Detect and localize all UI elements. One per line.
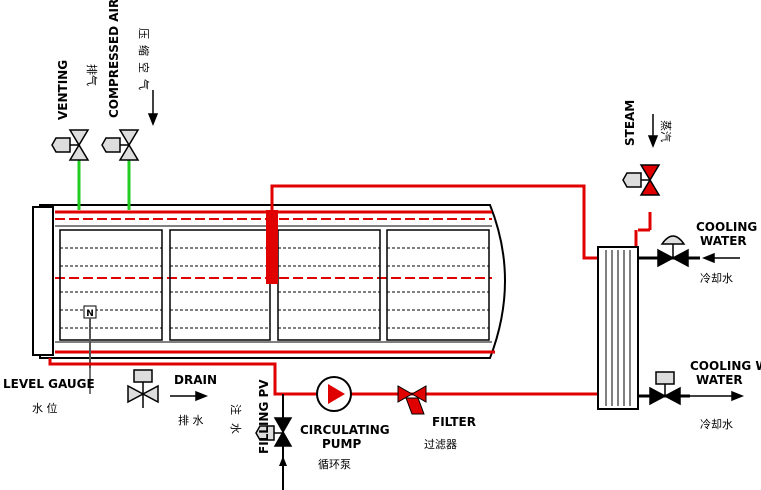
filter-cn-label: 过滤器 bbox=[424, 438, 457, 451]
level-gauge-cn-label: 水 位 bbox=[32, 401, 58, 415]
cooling-water-out-label: COOLING WATER bbox=[690, 359, 761, 373]
cooling-water-out-cn-label: 冷却水 bbox=[700, 418, 733, 431]
filling-arrow-icon bbox=[279, 456, 287, 466]
steam-cn-label: 蒸汽 bbox=[659, 120, 673, 142]
drain-label: DRAIN bbox=[174, 373, 217, 387]
basket-4 bbox=[386, 229, 490, 341]
steam-valve[interactable] bbox=[622, 164, 661, 196]
drain-valve[interactable] bbox=[89, 368, 159, 408]
circulating-pump-label-2: PUMP bbox=[322, 437, 361, 451]
plate-heat-exchanger bbox=[597, 246, 700, 410]
circulating-pump-label: CIRCULATING bbox=[300, 423, 390, 437]
drain-arrow-icon bbox=[170, 390, 209, 402]
cooling-water-in-label-2: WATER bbox=[700, 234, 747, 248]
compressed-air-cn-label: 压缩空气 bbox=[137, 28, 151, 96]
basket-1 bbox=[59, 229, 163, 341]
filter-label: FILTER bbox=[432, 415, 476, 429]
venting-valve[interactable] bbox=[51, 129, 90, 161]
hot-water-piping bbox=[48, 184, 652, 396]
cooling-water-outlet-valve[interactable] bbox=[649, 371, 681, 406]
circulating-pump-cn-label: 循环泵 bbox=[318, 458, 351, 471]
cooling-in-arrow-icon bbox=[701, 252, 740, 264]
cooling-water-out-label-2: WATER bbox=[696, 373, 743, 387]
vessel-door bbox=[32, 206, 54, 356]
air-piping bbox=[77, 160, 131, 210]
drain-cn-label: 排 水 bbox=[178, 413, 204, 427]
basket-3 bbox=[277, 229, 381, 341]
compressed-air-valve[interactable] bbox=[101, 129, 140, 161]
cooling-water-in-cn-label: 冷却水 bbox=[700, 272, 733, 285]
spray-riser bbox=[266, 210, 278, 284]
venting-cn-label: 排气 bbox=[85, 64, 99, 86]
cooling-water-inlet-valve[interactable] bbox=[657, 235, 689, 268]
steam-label: STEAM bbox=[623, 100, 637, 146]
cooling-water-in-label: COOLING WATER bbox=[696, 220, 761, 234]
filling-valve[interactable] bbox=[255, 394, 293, 490]
level-gauge-label: LEVEL GAUGE bbox=[3, 377, 95, 391]
basket-2 bbox=[169, 229, 271, 341]
venting-label: VENTING bbox=[56, 60, 70, 120]
filling-cn-label: 注水 bbox=[229, 404, 243, 442]
level-gauge-tap: N bbox=[83, 305, 97, 368]
circulating-pump[interactable] bbox=[316, 376, 352, 412]
filling-pv-label: FILLING PV bbox=[257, 379, 271, 454]
steam-arrow-icon bbox=[647, 114, 659, 149]
compressed-air-label: COMPRESSED AIR bbox=[107, 0, 121, 118]
filter[interactable] bbox=[397, 385, 427, 415]
compressed-air-arrow-icon bbox=[147, 90, 159, 127]
gauge-mark: N bbox=[86, 309, 94, 319]
basket-group bbox=[55, 225, 492, 343]
cooling-out-arrow-icon bbox=[690, 390, 745, 402]
